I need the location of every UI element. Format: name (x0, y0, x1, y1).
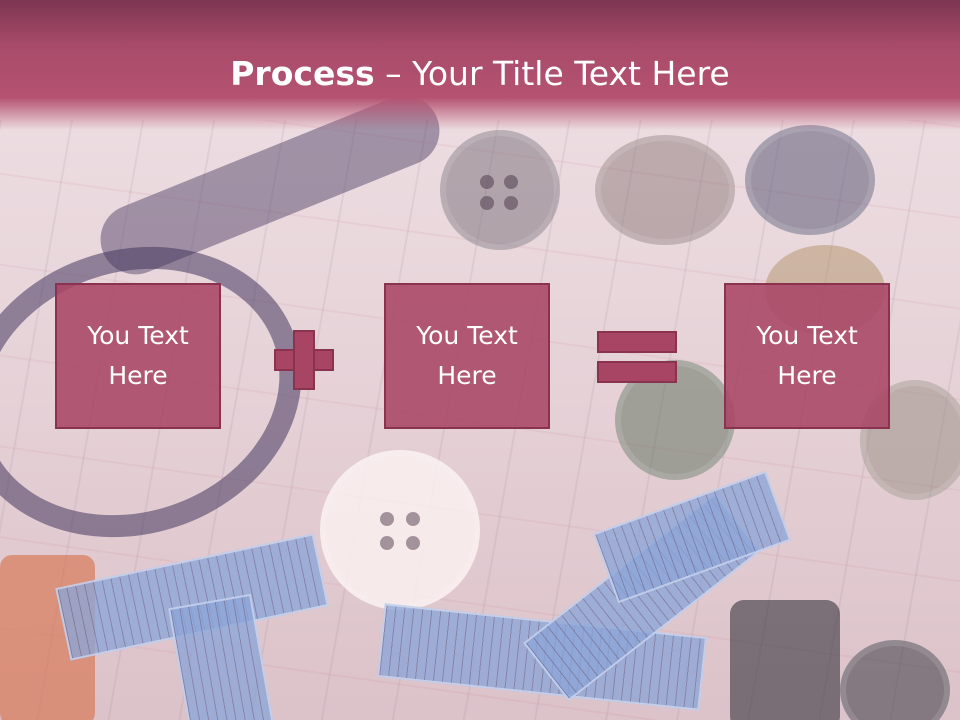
sewing-button (595, 135, 735, 245)
thread-spool (730, 600, 840, 720)
sewing-button (745, 125, 875, 235)
equals-icon (597, 331, 677, 385)
slide-title: Process – Your Title Text Here (0, 52, 960, 96)
title-bold: Process (230, 54, 375, 93)
process-box-1[interactable]: You Text Here (55, 283, 221, 429)
process-box-3[interactable]: You Text Here (724, 283, 890, 429)
process-box-3-text: You Text Here (756, 321, 858, 390)
title-bar (0, 0, 960, 130)
sewing-button (320, 450, 480, 610)
process-box-2-text: You Text Here (416, 321, 518, 390)
title-rest: – Your Title Text Here (374, 54, 730, 93)
sewing-button (840, 640, 950, 720)
process-box-2[interactable]: You Text Here (384, 283, 550, 429)
plus-icon (274, 330, 334, 390)
sewing-button (440, 130, 560, 250)
process-box-1-text: You Text Here (87, 321, 189, 390)
